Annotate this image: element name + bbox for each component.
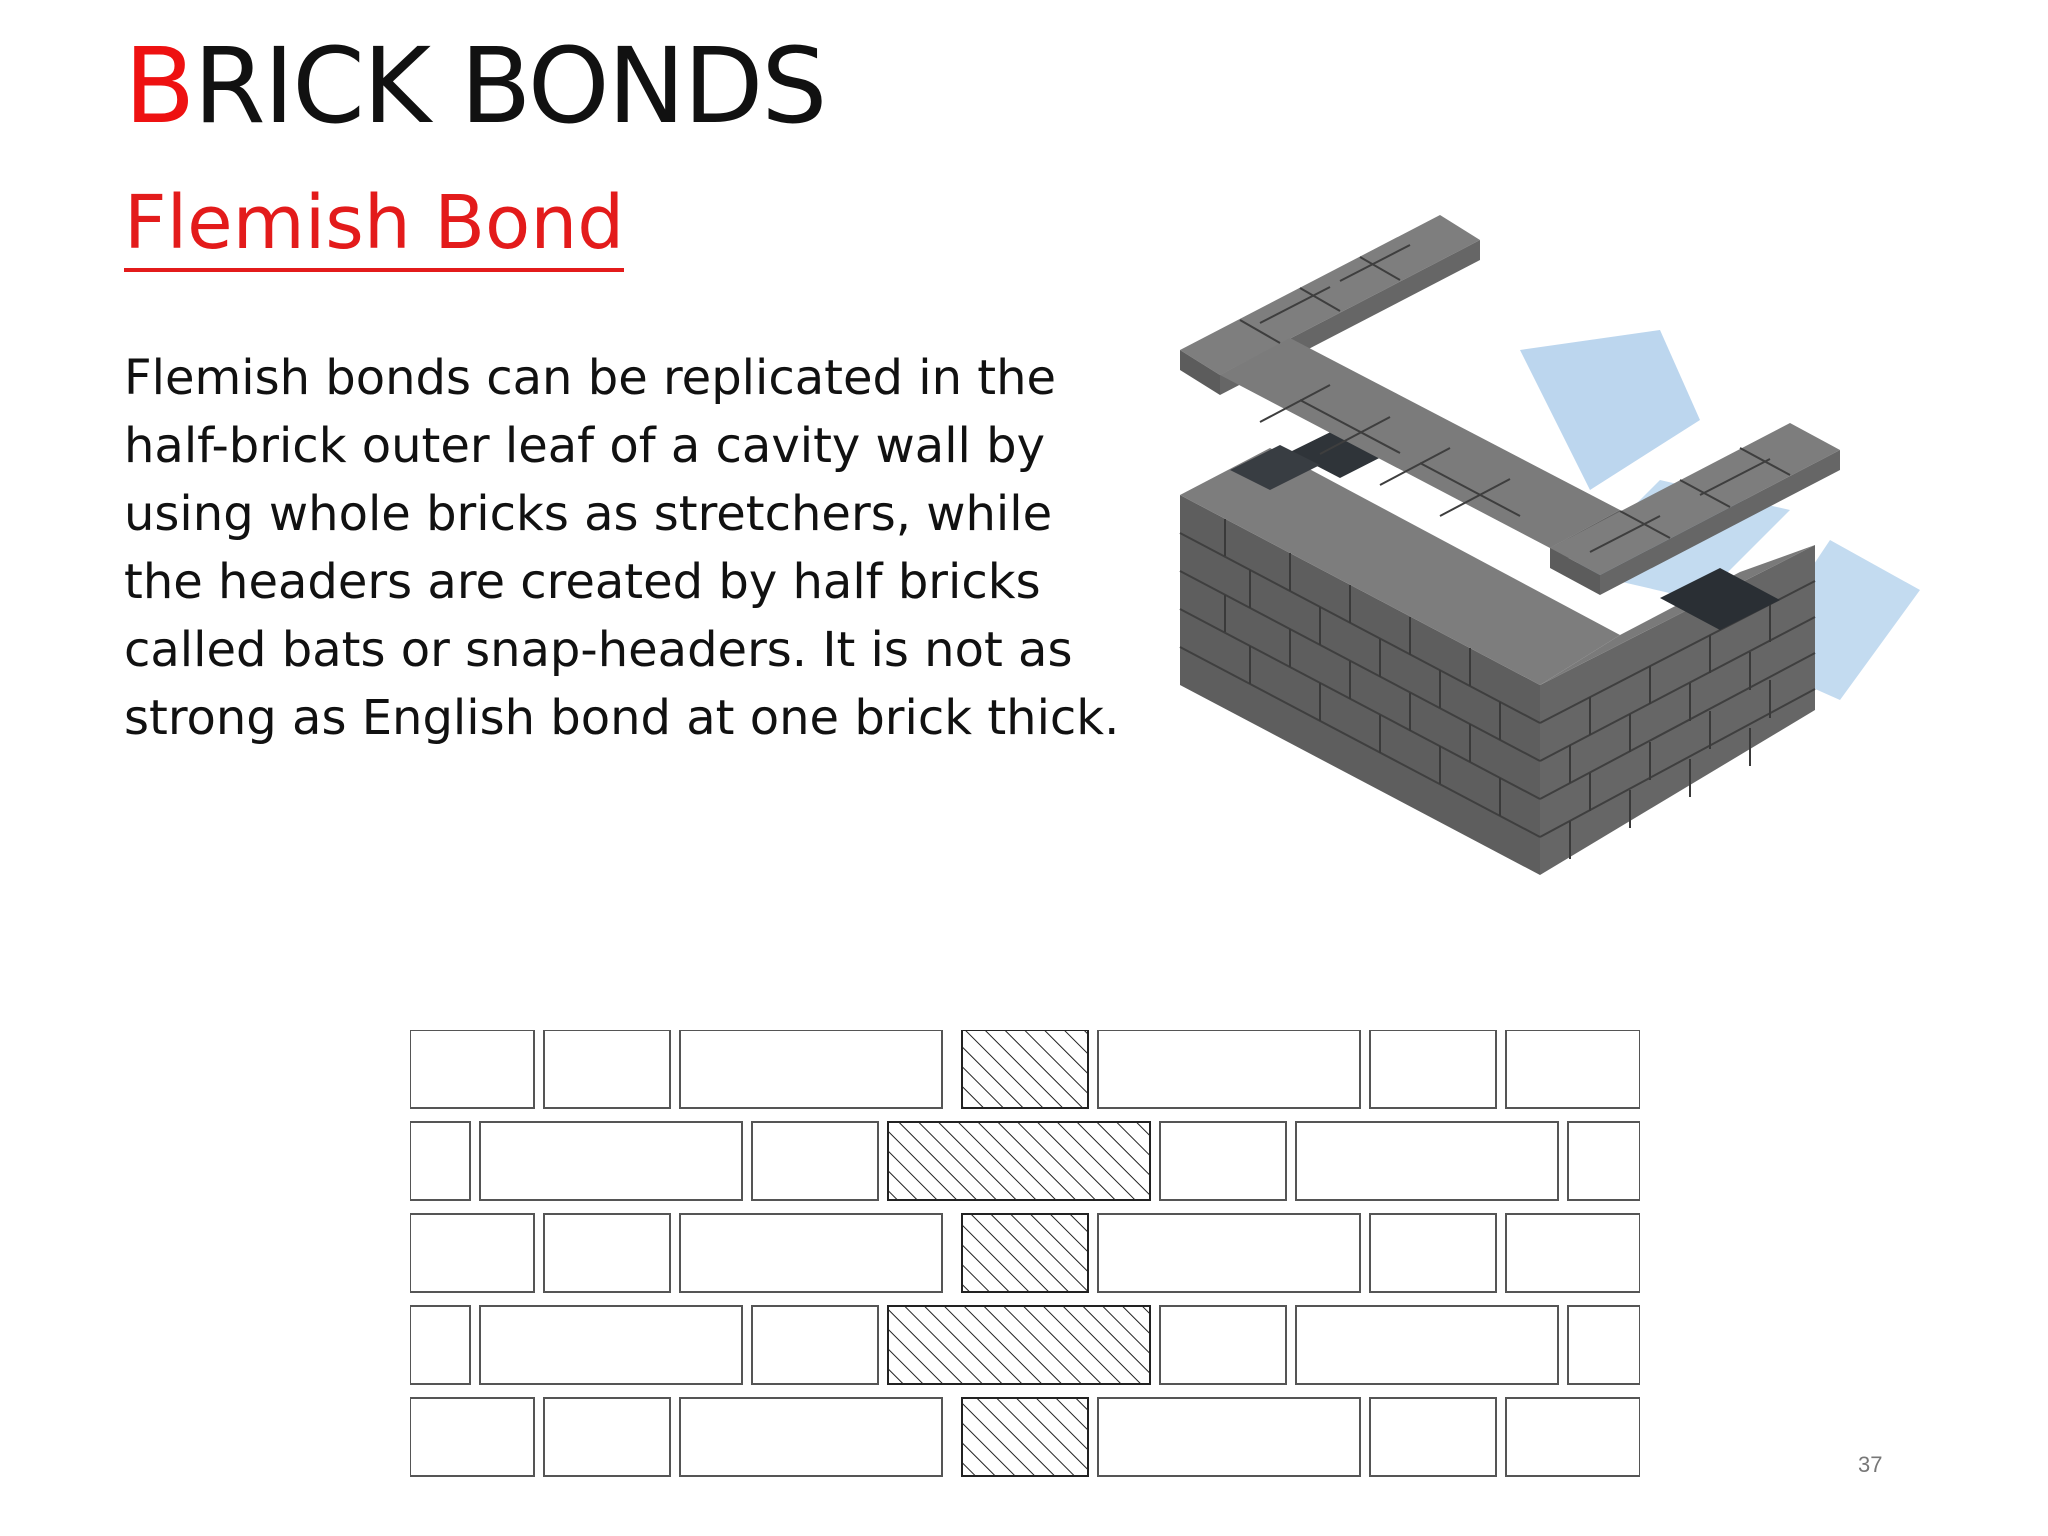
title-rest: RICK BONDS: [193, 25, 827, 147]
brick: [410, 1030, 535, 1109]
brick: [1369, 1030, 1497, 1109]
brick: [1295, 1121, 1559, 1201]
brick: [1097, 1397, 1361, 1477]
elevation-diagram: [410, 1030, 1640, 1477]
brick: [1567, 1121, 1640, 1201]
slide-title: BRICK BONDS: [124, 25, 827, 147]
slide-subtitle: Flemish Bond: [124, 178, 625, 272]
title-initial: B: [124, 25, 195, 147]
hatched-brick: [961, 1397, 1089, 1477]
top-course: [1180, 215, 1840, 595]
brick: [1369, 1213, 1497, 1293]
lower-wall: [1179, 420, 1816, 875]
brick: [1097, 1213, 1361, 1293]
isometric-wall-illustration: [1179, 215, 1920, 875]
brick: [1505, 1397, 1640, 1477]
brick: [751, 1121, 879, 1201]
brick: [1567, 1305, 1640, 1385]
brick: [479, 1305, 743, 1385]
brick: [1505, 1213, 1640, 1293]
brick: [1369, 1397, 1497, 1477]
brick: [410, 1305, 471, 1385]
brick: [1097, 1030, 1361, 1109]
brick: [1295, 1305, 1559, 1385]
hatched-brick: [961, 1030, 1089, 1109]
body-paragraph: Flemish bonds can be replicated in the h…: [124, 350, 1120, 746]
brick: [1159, 1305, 1287, 1385]
brick: [679, 1397, 943, 1477]
brick: [410, 1213, 535, 1293]
hatched-brick: [887, 1121, 1151, 1201]
hatched-brick: [887, 1305, 1151, 1385]
brick: [410, 1397, 535, 1477]
brick: [410, 1121, 471, 1201]
brick: [543, 1213, 671, 1293]
brick: [679, 1030, 943, 1109]
brick: [1159, 1121, 1287, 1201]
page-number: 37: [1858, 1452, 1883, 1477]
brick: [479, 1121, 743, 1201]
brick: [1505, 1030, 1640, 1109]
brick: [543, 1030, 671, 1109]
hatched-brick: [961, 1213, 1089, 1293]
brick: [543, 1397, 671, 1477]
elevation-bricks: [410, 1030, 1640, 1477]
brick: [751, 1305, 879, 1385]
brick: [679, 1213, 943, 1293]
